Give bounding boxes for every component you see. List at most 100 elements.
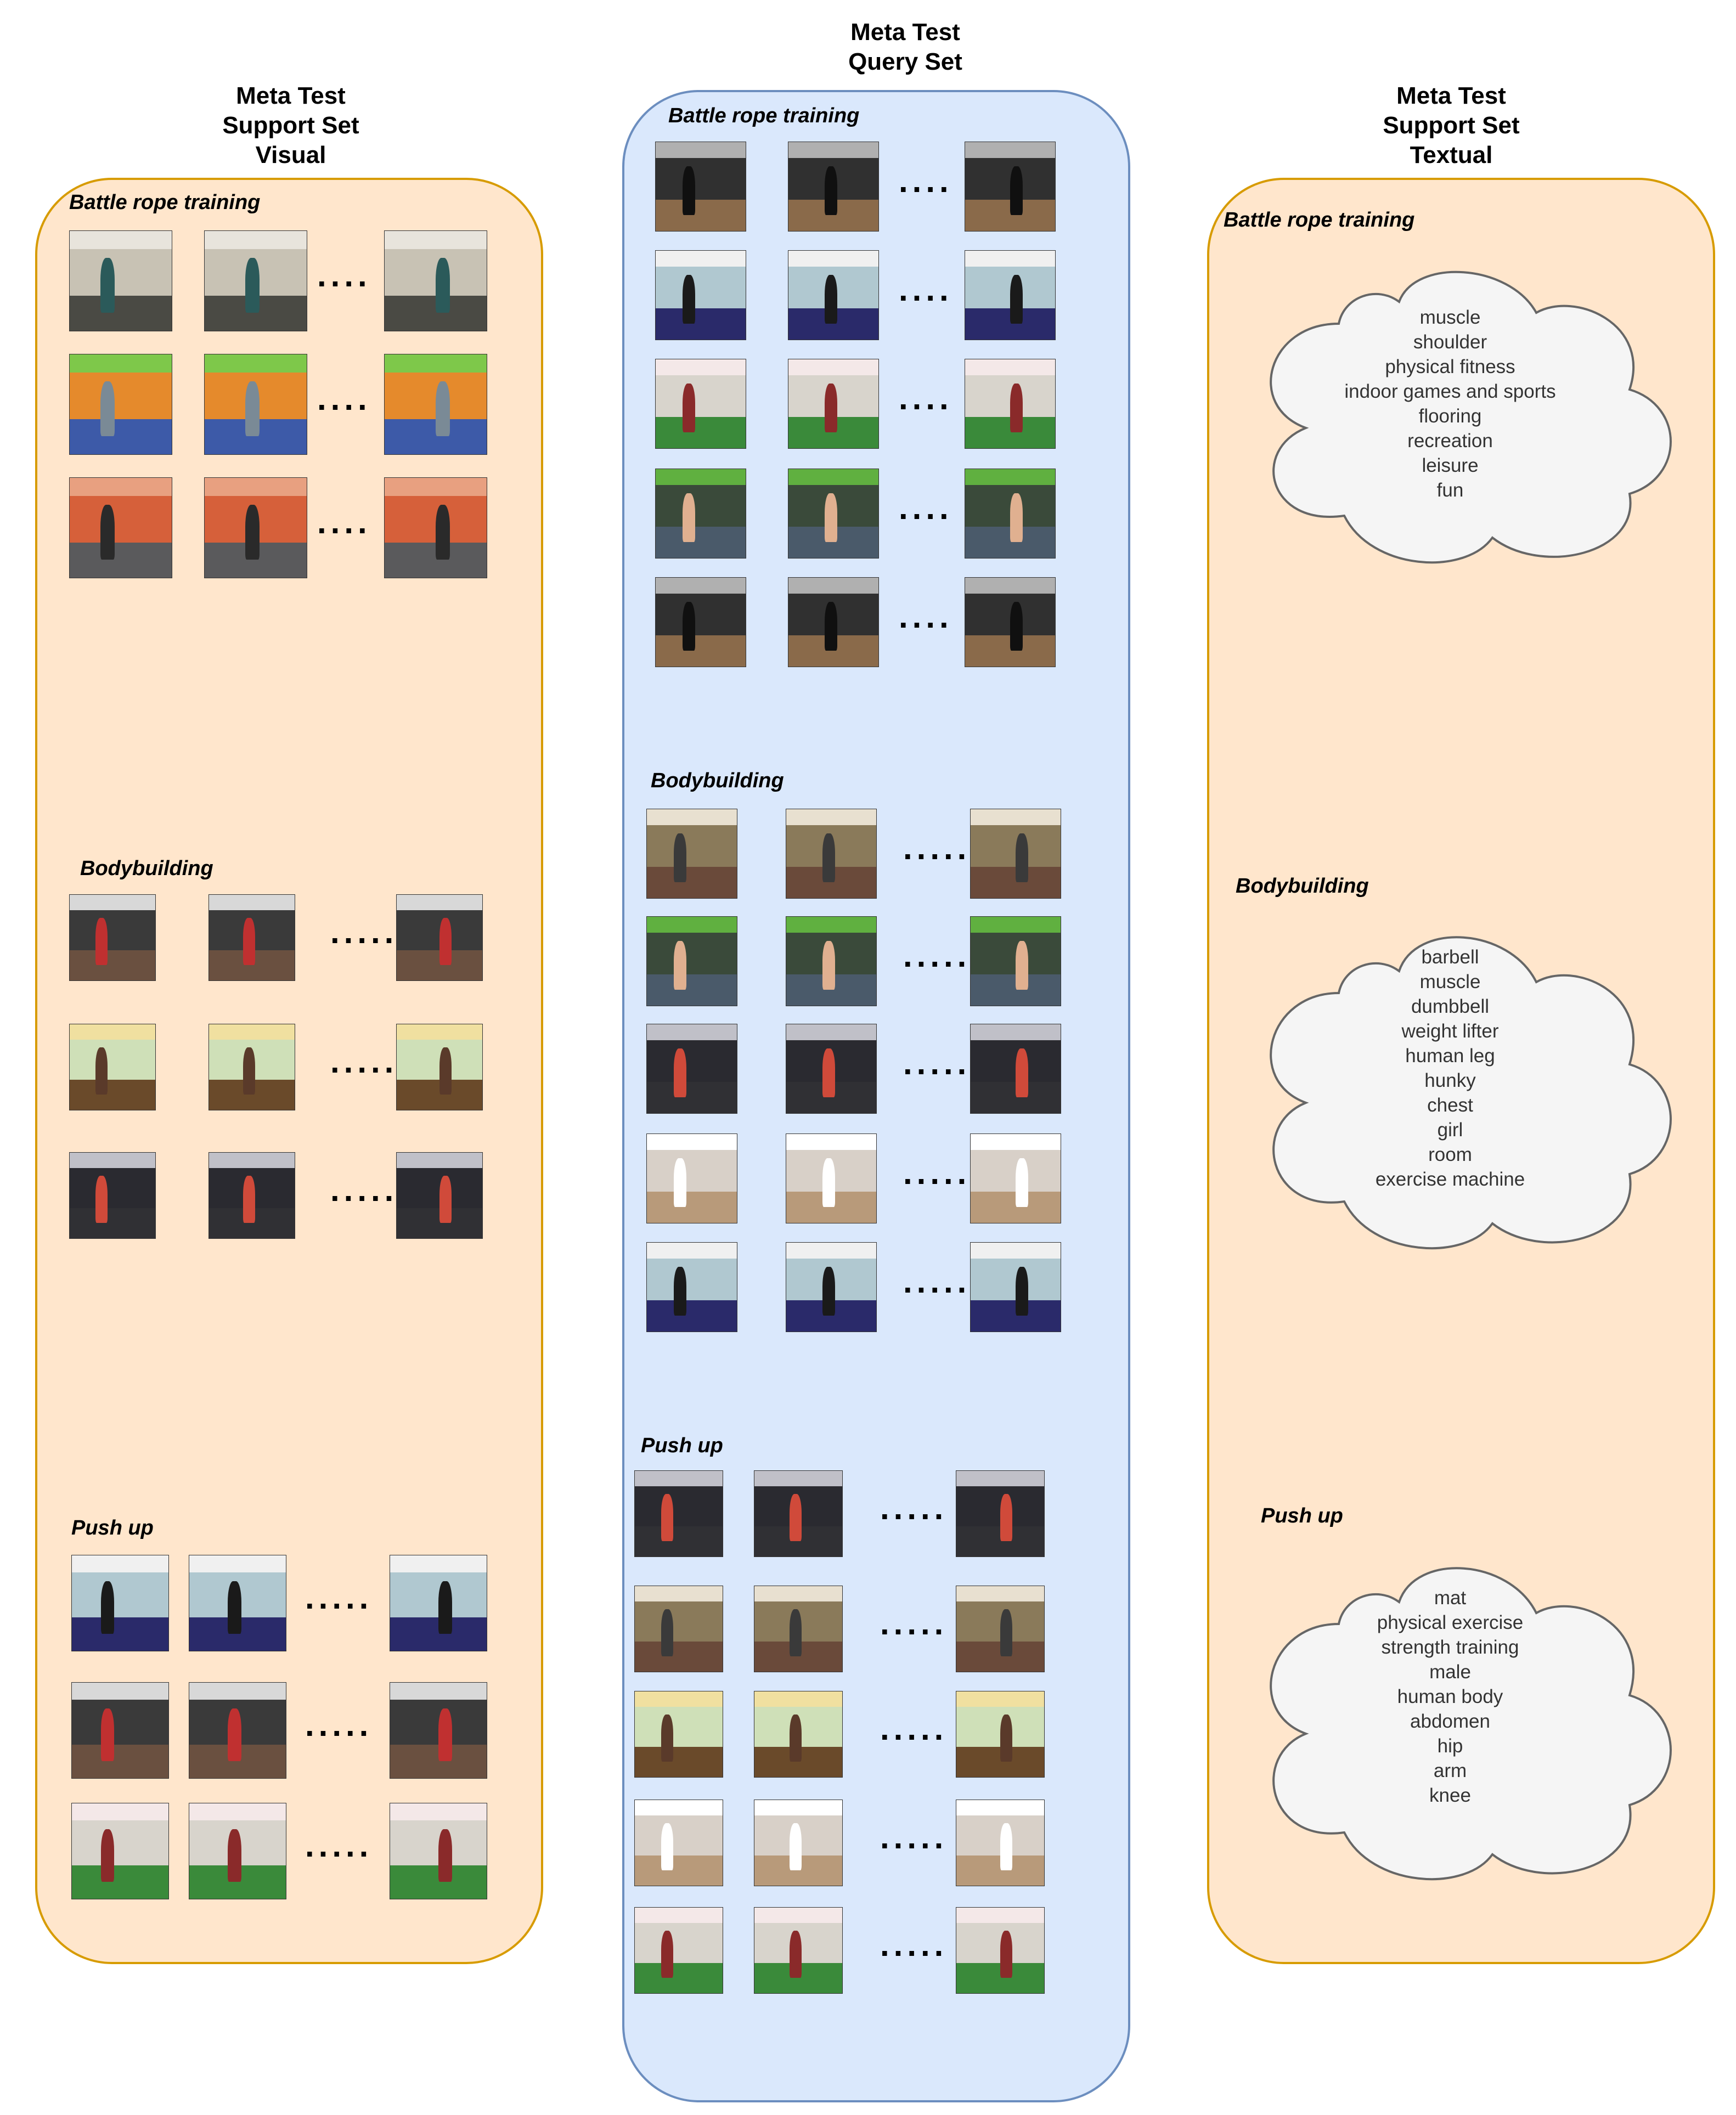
frame-person <box>243 1047 256 1095</box>
frame-person <box>1010 601 1023 651</box>
video-frame-thumbnail <box>786 1242 877 1332</box>
frame-person <box>228 1708 242 1761</box>
frame-person <box>1010 493 1023 542</box>
frame-background <box>971 1134 1061 1150</box>
frame-person <box>674 1048 687 1097</box>
ellipsis: ..... <box>903 1263 971 1300</box>
frame-person <box>439 1047 452 1095</box>
frame-person <box>100 1581 115 1634</box>
ellipsis: ..... <box>330 913 398 950</box>
frame-background <box>390 1803 487 1821</box>
frame-background <box>656 359 746 376</box>
video-frame-thumbnail <box>384 354 487 455</box>
frame-background <box>971 1243 1061 1259</box>
frame-background <box>971 917 1061 933</box>
frame-background <box>70 354 172 373</box>
cloud-word: human leg <box>1405 1045 1495 1067</box>
frame-background <box>956 1908 1044 1924</box>
video-frame-thumbnail <box>189 1682 286 1779</box>
cloud-word: weight lifter <box>1401 1020 1499 1042</box>
frame-background <box>965 142 1055 159</box>
ellipsis: ..... <box>330 1171 398 1208</box>
query-set-title: Meta Test Query Set <box>848 19 962 75</box>
frame-person <box>822 1158 835 1207</box>
frame-person <box>100 1708 115 1761</box>
frame-background <box>788 251 878 267</box>
cloud-word: chest <box>1427 1095 1473 1116</box>
cloud-word: abdomen <box>1410 1711 1490 1732</box>
cloud-battle-rope <box>1270 270 1672 563</box>
frame-floor <box>70 543 172 578</box>
video-frame-thumbnail <box>390 1555 487 1651</box>
frame-background <box>656 251 746 267</box>
frame-floor <box>647 867 737 898</box>
video-frame-thumbnail <box>970 1133 1061 1223</box>
frame-person <box>95 918 108 965</box>
video-frame-thumbnail <box>69 1152 156 1239</box>
frame-person <box>822 1048 835 1097</box>
video-frame-thumbnail <box>965 469 1056 559</box>
video-frame-thumbnail <box>788 469 879 559</box>
video-frame-thumbnail <box>71 1803 169 1899</box>
frame-background <box>209 1024 295 1040</box>
frame-background <box>70 1024 155 1040</box>
frame-background <box>788 359 878 376</box>
frame-person <box>1000 1714 1013 1762</box>
ellipsis: .... <box>317 380 371 417</box>
frame-person <box>790 1609 802 1656</box>
frame-background <box>754 1586 842 1602</box>
frame-person <box>1010 383 1023 432</box>
video-frame-thumbnail <box>384 477 487 578</box>
frame-person <box>100 258 115 313</box>
video-frame-thumbnail <box>69 1024 156 1110</box>
frame-person <box>100 381 115 437</box>
frame-floor <box>656 417 746 448</box>
video-frame-thumbnail <box>69 230 172 331</box>
category-label-battle-rope: Battle rope training <box>668 104 860 127</box>
cloud-word: room <box>1428 1144 1472 1165</box>
frame-background <box>70 231 172 249</box>
video-frame-thumbnail <box>788 142 879 232</box>
cloud-word: girl <box>1437 1119 1463 1141</box>
frame-floor <box>70 296 172 331</box>
frame-person <box>683 601 696 651</box>
frame-background <box>786 809 876 826</box>
frame-background <box>647 1134 737 1150</box>
video-frame-thumbnail <box>646 1024 737 1114</box>
video-frame-thumbnail <box>69 477 172 578</box>
cloud-shape <box>1270 270 1672 563</box>
video-frame-thumbnail <box>204 477 307 578</box>
frame-person <box>1000 1823 1013 1870</box>
cloud-word: shoulder <box>1413 331 1487 353</box>
frame-person <box>674 1158 687 1207</box>
category-label-push-up: Push up <box>71 1516 154 1539</box>
frame-floor <box>72 1617 168 1651</box>
frame-background <box>189 1803 286 1821</box>
frame-person <box>1016 1266 1028 1316</box>
cloud-word: human body <box>1397 1686 1503 1707</box>
frame-person <box>674 940 687 990</box>
frame-background <box>971 809 1061 826</box>
frame-background <box>635 1691 723 1707</box>
ellipsis: ..... <box>903 1045 971 1081</box>
video-frame-thumbnail <box>956 1800 1045 1886</box>
frame-floor <box>647 1300 737 1332</box>
ellipsis: ..... <box>880 1605 948 1642</box>
cloud-bodybuilding <box>1270 936 1672 1249</box>
frame-person <box>674 833 687 882</box>
frame-background <box>786 1134 876 1150</box>
frame-person <box>438 1829 452 1882</box>
frame-person <box>661 1494 674 1541</box>
ellipsis: .... <box>899 271 953 308</box>
video-frame-thumbnail <box>786 1024 877 1114</box>
frame-background <box>647 917 737 933</box>
video-frame-thumbnail <box>965 142 1056 232</box>
cloud-word: knee <box>1429 1785 1471 1806</box>
frame-person <box>245 505 260 560</box>
video-frame-thumbnail <box>189 1803 286 1899</box>
frame-background <box>754 1908 842 1924</box>
frame-floor <box>647 1192 737 1223</box>
frame-background <box>754 1691 842 1707</box>
frame-background <box>385 231 487 249</box>
video-frame-thumbnail <box>69 354 172 455</box>
